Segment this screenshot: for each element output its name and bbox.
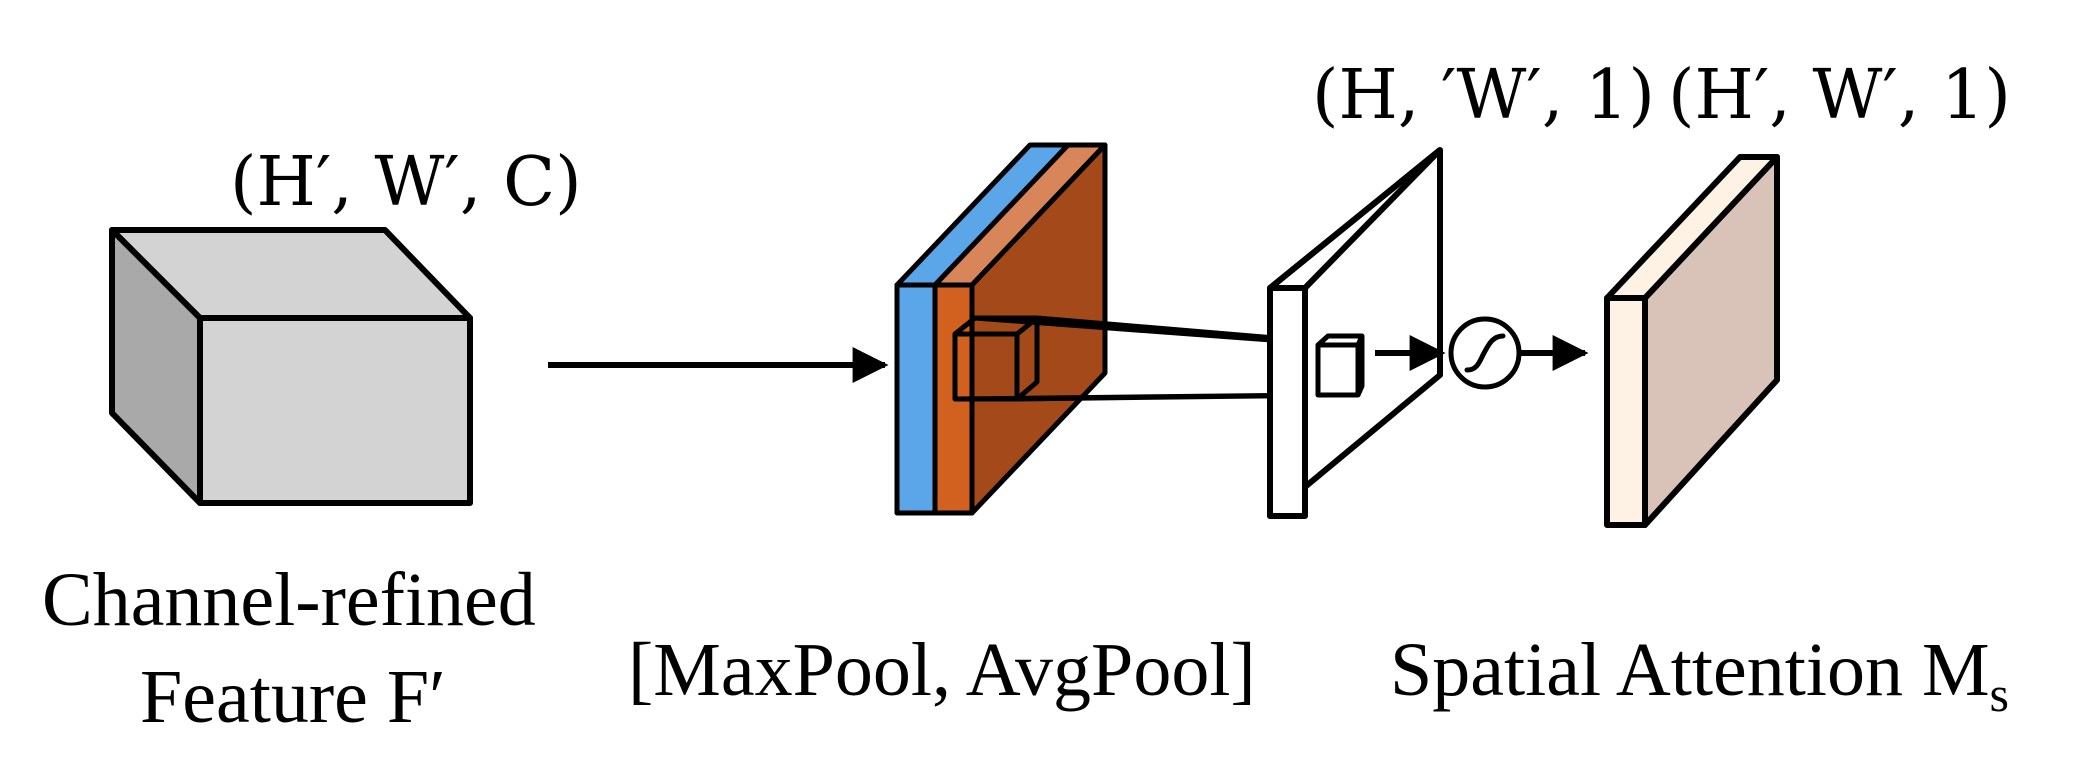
conv-output-dim-label: (H, ′W′, 1)	[1312, 56, 1655, 135]
cube-front-face	[197, 315, 473, 506]
pool-caption: [MaxPool, AvgPool]	[628, 628, 1256, 712]
input-caption-line1: Channel-refined	[42, 558, 536, 642]
conv-output-slab-front	[1267, 285, 1308, 519]
maxpool-slab-front	[894, 282, 938, 516]
attention-dim-label: (H′, W′, 1)	[1668, 56, 2011, 135]
spatial-attention-slab	[1604, 154, 1780, 528]
attention-caption: Spatial Attention Ms	[1390, 628, 2009, 722]
sigmoid-icon	[1448, 316, 1522, 390]
input-caption-line2: Feature F′	[140, 655, 446, 739]
input-feature-cube	[109, 227, 473, 506]
conv-output-cell	[1315, 333, 1365, 398]
attention-slab-front	[1604, 295, 1648, 528]
attention-caption-main: Spatial Attention M	[1390, 628, 1990, 712]
attention-caption-subscript: s	[1990, 666, 2009, 722]
conv-output-slab	[1267, 147, 1443, 519]
input-dim-label: (H′, W′, C)	[230, 143, 582, 222]
pooled-feature-stack	[894, 142, 1108, 516]
